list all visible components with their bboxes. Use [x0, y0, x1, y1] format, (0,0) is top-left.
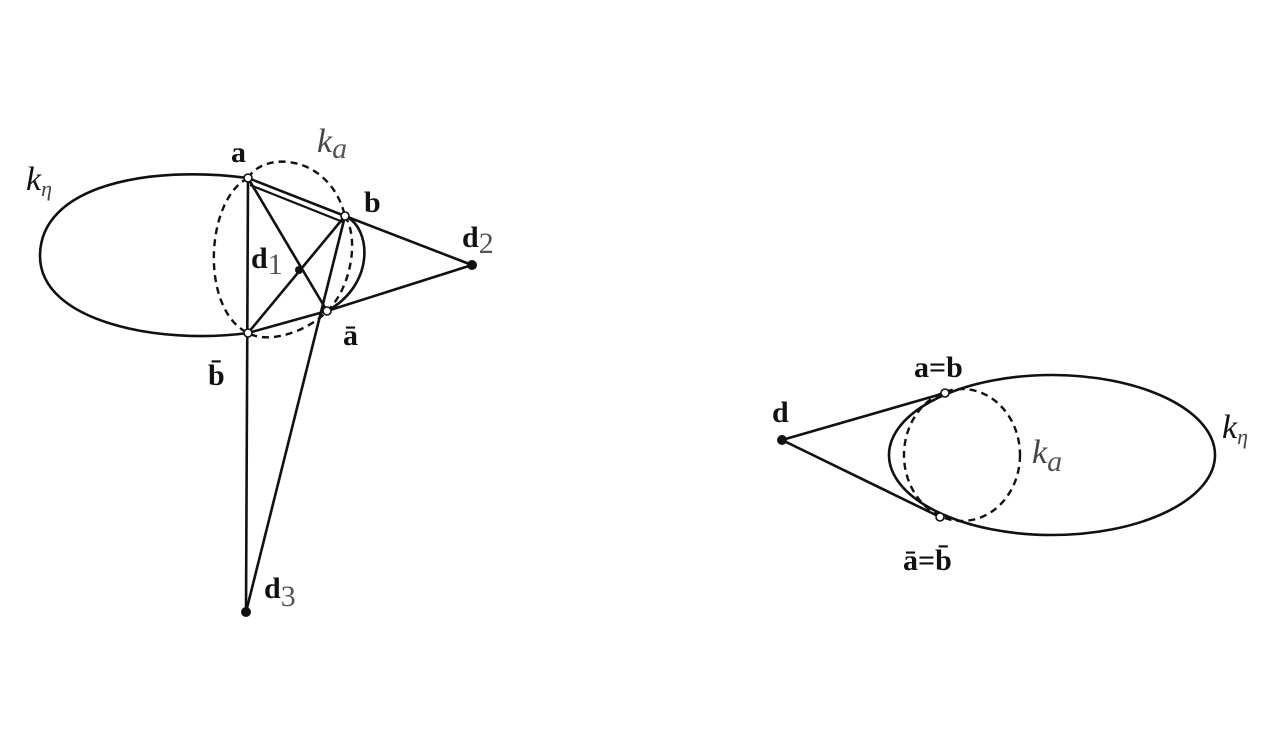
label-bbar: b̄ [208, 359, 225, 392]
line-b-d2 [343, 214, 474, 267]
line-d-top [780, 391, 947, 442]
left-figure: kη ka a b ā b̄ d1 d2 d3 [26, 123, 494, 617]
point-bbar [243, 328, 253, 338]
label-d: d [772, 396, 789, 429]
label-d3: d3 [264, 572, 296, 613]
ellipse-k-eta-right [887, 373, 1217, 537]
point-b [340, 211, 350, 221]
point-d3 [241, 607, 251, 617]
point-a [243, 173, 253, 183]
label-abar-eq-bbar: ā=b̄ [903, 544, 952, 577]
dashed-circle-ka [212, 160, 347, 339]
line-d-bottom [780, 438, 942, 519]
dashed-arc-b-abar [326, 215, 354, 312]
label-d2: d2 [462, 221, 494, 260]
line-a-d3 [244, 176, 250, 614]
point-d2 [467, 260, 477, 270]
line-bbar-abar [246, 309, 329, 335]
label-k-eta-right: kη [1222, 409, 1248, 449]
point-abar-eq-bbar [935, 512, 945, 522]
label-k-eta-left: kη [26, 161, 52, 201]
point-d [777, 435, 787, 445]
line-b-d3 [244, 214, 347, 614]
label-ka-left: ka [317, 123, 347, 165]
label-a: a [231, 136, 246, 169]
right-figure: d a=b ā=b̄ ka kη [772, 351, 1248, 577]
label-ka-right: ka [1032, 434, 1062, 478]
label-d1: d1 [251, 242, 283, 281]
point-d1 [295, 266, 303, 274]
line-b-bbar [246, 214, 347, 335]
label-a-eq-b: a=b [914, 351, 963, 384]
small-arc-right-left [325, 214, 366, 313]
dashed-circle-ka-right [902, 387, 1022, 523]
point-abar [322, 306, 332, 316]
point-a-eq-b [940, 388, 950, 398]
label-b: b [364, 186, 381, 219]
line-abar-d2 [325, 263, 474, 313]
line-a-b-inner [249, 183, 344, 224]
line-a-b [246, 176, 347, 218]
label-abar: ā [343, 319, 358, 352]
ellipse-k-eta-left [38, 172, 250, 338]
line-a-abar [246, 176, 329, 313]
